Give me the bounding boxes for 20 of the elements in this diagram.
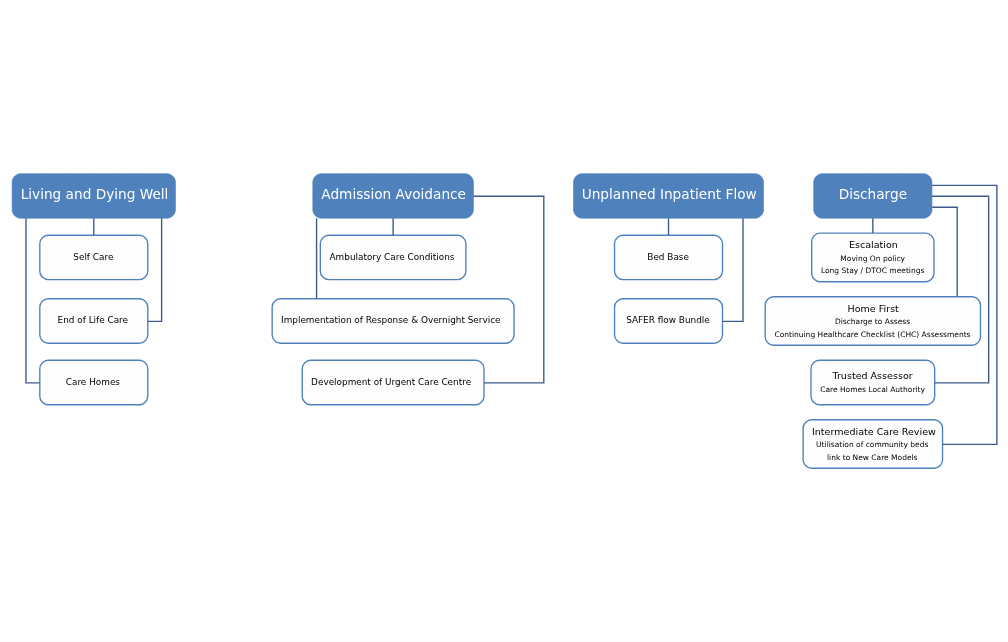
node-box: Unplanned Inpatient Flow [572, 173, 764, 219]
connector [472, 195, 544, 384]
connector [391, 217, 394, 236]
connector [930, 184, 998, 446]
node-box: Discharge [812, 173, 932, 219]
node-box: Self Care [38, 234, 148, 281]
node-box: Bed Base [613, 234, 723, 281]
node-box: Admission Avoidance [311, 173, 474, 219]
connector [930, 195, 989, 384]
node-box: Ambulatory Care Conditions [319, 234, 467, 281]
node-box: Living and Dying Well [11, 173, 176, 219]
connector [721, 217, 744, 323]
node-box: SAFER flow Bundle [613, 298, 723, 344]
node-box: Implementation of Response & Overnight Service [270, 298, 515, 344]
connector [315, 217, 317, 300]
connector [930, 206, 958, 298]
connector [871, 217, 874, 234]
node-box: Development of Urgent Care Centre [301, 359, 485, 406]
node-box: Care Homes [38, 359, 148, 406]
node-box: End of Life Care [38, 298, 148, 344]
